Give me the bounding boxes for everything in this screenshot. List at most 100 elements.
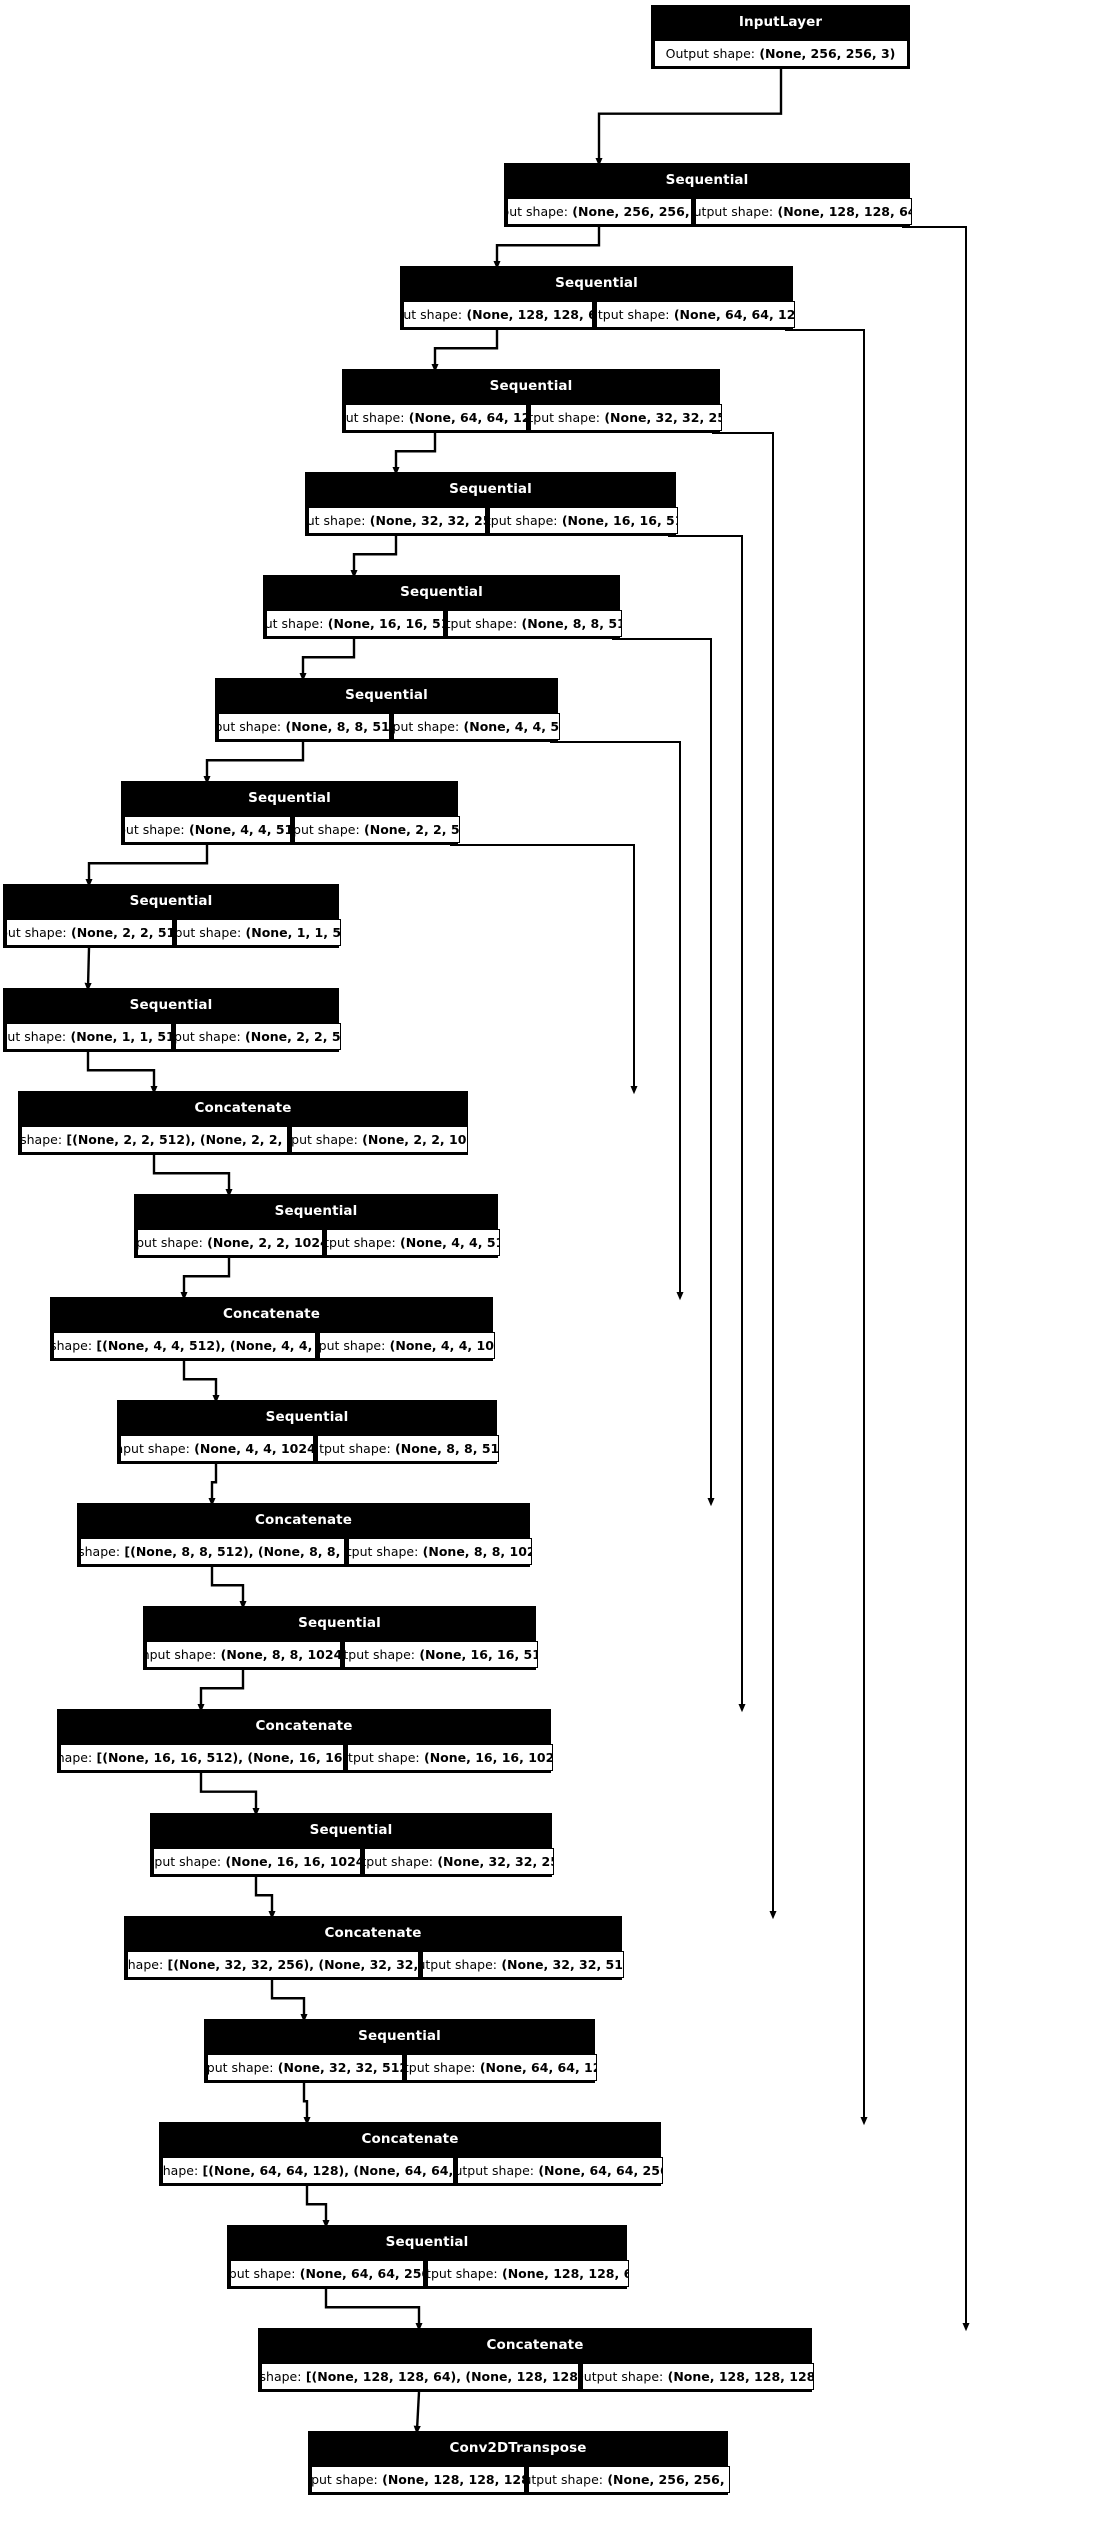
graph-skip-edge (450, 844, 638, 1095)
input-shape-value: [(None, 16, 16, 512), (None, 16, 16, 512… (96, 1749, 343, 1765)
output-shape-label: Output shape: (174, 1028, 241, 1044)
input-shape-value: [(None, 128, 128, 64), (None, 128, 128, … (305, 2368, 578, 2384)
node-shape-row: Input shape: (None, 4, 4, 512)Output sha… (122, 814, 460, 844)
input-shape-label: Input shape: (162, 2162, 199, 2178)
input-shape-value: (None, 16, 16, 1024) (221, 1853, 361, 1869)
graph-node-concatenate[interactable]: ConcatenateInput shape: [(None, 32, 32, … (124, 1916, 624, 1980)
node-output-shape: Output shape: (None, 8, 8, 512) (446, 609, 622, 637)
output-shape-value: (None, 4, 4, 1024) (389, 1337, 494, 1353)
node-output-shape: Output shape: (None, 8, 8, 1024) (347, 1537, 532, 1565)
output-shape-value: (None, 256, 256, 3) (602, 2471, 730, 2487)
input-shape-value: [(None, 4, 4, 512), (None, 4, 4, 512)] (96, 1337, 314, 1353)
input-shape-value: [(None, 8, 8, 512), (None, 8, 8, 512)] (124, 1543, 343, 1559)
graph-edge (324, 2289, 423, 2332)
graph-node-concatenate[interactable]: ConcatenateInput shape: [(None, 2, 2, 51… (18, 1091, 468, 1155)
graph-edge (299, 639, 356, 682)
node-shape-row: Input shape: [(None, 2, 2, 512), (None, … (19, 1124, 468, 1154)
input-shape-value: (None, 32, 32, 512) (273, 2059, 403, 2075)
node-shape-row: Input shape: [(None, 64, 64, 128), (None… (160, 2155, 663, 2185)
node-input-shape: Input shape: (None, 4, 4, 512) (123, 815, 291, 843)
input-shape-label: Input shape: (307, 512, 366, 528)
node-input-shape: Input shape: (None, 8, 8, 512) (217, 712, 390, 740)
node-output-shape: Output shape: (None, 2, 2, 512) (293, 815, 460, 843)
input-shape-label: Input shape: (127, 1956, 164, 1972)
node-output-shape: Output shape: (None, 128, 128, 128) (581, 2362, 814, 2390)
node-shape-row: Input shape: (None, 64, 64, 128)Output s… (343, 402, 722, 432)
node-input-shape: Input shape: (None, 128, 128, 64) (402, 300, 593, 328)
node-output-shape: Output shape: (None, 2, 2, 512) (174, 1022, 341, 1050)
graph-edge (197, 1670, 245, 1713)
output-shape-value: (None, 4, 4, 512) (400, 1234, 498, 1250)
output-shape-label: Output shape: (529, 2471, 603, 2487)
graph-edge (254, 1877, 276, 1920)
input-shape-label: Input shape: (403, 306, 463, 322)
graph-node-concatenate[interactable]: ConcatenateInput shape: [(None, 16, 16, … (57, 1709, 553, 1773)
graph-node-concatenate[interactable]: ConcatenateInput shape: [(None, 64, 64, … (159, 2122, 663, 2186)
node-input-shape: Input shape: [(None, 32, 32, 256), (None… (126, 1950, 419, 1978)
node-output-shape: Output shape: (None, 16, 16, 1024) (346, 1743, 553, 1771)
graph-node-conv2dtranspose[interactable]: Conv2DTransposeInput shape: (None, 128, … (308, 2431, 730, 2495)
output-shape-label: Output shape: (175, 924, 242, 940)
node-shape-row: Input shape: (None, 4, 4, 1024)Output sh… (118, 1433, 499, 1463)
node-shape-row: Input shape: (None, 128, 128, 128)Output… (309, 2464, 730, 2494)
output-shape-label: Output shape: (327, 1234, 396, 1250)
graph-edge (180, 1258, 231, 1301)
output-shape-label: Output shape: (348, 1749, 420, 1765)
graph-node-concatenate[interactable]: ConcatenateInput shape: [(None, 4, 4, 51… (50, 1297, 495, 1361)
output-shape-label: Output shape: (581, 2368, 664, 2384)
graph-edge (392, 433, 437, 476)
node-output-shape: Output shape: (None, 32, 32, 512) (421, 1950, 624, 1978)
node-output-shape: Output shape: (None, 16, 16, 512) (488, 506, 678, 534)
node-type-label: Sequential (264, 576, 619, 608)
output-shape-value: (None, 16, 16, 512) (561, 512, 677, 528)
input-shape-value: (None, 4, 4, 512) (188, 821, 290, 837)
node-input-shape: Input shape: (None, 1, 1, 512) (5, 1022, 172, 1050)
node-type-label: Concatenate (58, 1710, 550, 1742)
graph-node-concatenate[interactable]: ConcatenateInput shape: [(None, 8, 8, 51… (77, 1503, 532, 1567)
graph-edge (152, 1155, 233, 1198)
input-shape-value: [(None, 32, 32, 256), (None, 32, 32, 256… (167, 1956, 419, 1972)
graph-skip-edge (612, 638, 715, 1507)
output-shape-value: (None, 8, 8, 512) (521, 615, 621, 631)
input-shape-value: (None, 64, 64, 256) (295, 2265, 424, 2281)
graph-edge (199, 1773, 260, 1817)
node-output-shape: Output shape: (None, 64, 64, 128) (405, 2053, 597, 2081)
graph-edge (302, 2083, 311, 2126)
input-shape-value: (None, 8, 8, 1024) (216, 1646, 341, 1662)
output-shape-label: Output shape: (490, 512, 558, 528)
input-shape-label: Input shape: (61, 1749, 93, 1765)
node-output-shape: Output shape: (None, 4, 4, 512) (392, 712, 560, 740)
input-shape-label: Input shape: (7, 1028, 67, 1044)
graph-edge (86, 1052, 158, 1095)
input-shape-label: Input shape: (219, 718, 282, 734)
output-shape-value: (None, 16, 16, 1024) (423, 1749, 552, 1765)
node-output-shape: Output shape: (None, 64, 64, 128) (595, 300, 795, 328)
node-type-label: Sequential (135, 1195, 497, 1227)
graph-node-concatenate[interactable]: ConcatenateInput shape: [(None, 128, 128… (258, 2328, 814, 2392)
node-output-shape: Output shape: (None, 4, 4, 512) (325, 1228, 500, 1256)
input-shape-value: [(None, 2, 2, 512), (None, 2, 2, 512)] (66, 1131, 286, 1147)
output-shape-label: Output shape: (448, 615, 518, 631)
node-input-shape: Input shape: (None, 32, 32, 512) (206, 2053, 403, 2081)
node-output-shape: Output shape: (None, 2, 2, 1024) (290, 1125, 468, 1153)
node-shape-row: Input shape: (None, 16, 16, 1024)Output … (151, 1846, 554, 1876)
node-shape-row: Input shape: (None, 32, 32, 512)Output s… (205, 2052, 597, 2082)
input-shape-label: Input shape: (121, 1440, 190, 1456)
output-shape-value: (None, 4, 4, 512) (463, 718, 560, 734)
